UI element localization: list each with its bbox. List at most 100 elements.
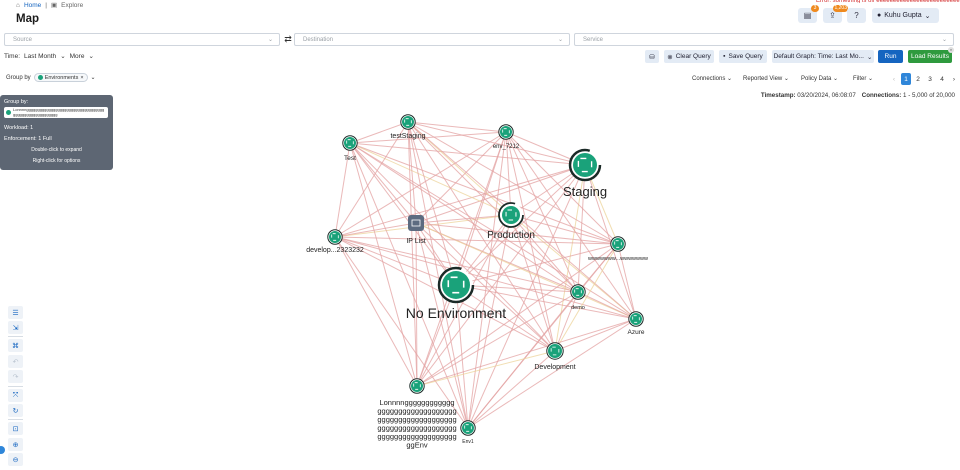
edge-production-azure[interactable] [510,214,637,320]
edge-staging-env1[interactable] [467,164,586,429]
connections-menu[interactable]: Connections ⌄ [692,75,732,83]
edge-staging-ipl[interactable] [415,164,586,224]
edge-env7212-test[interactable] [349,131,507,144]
edge-production-env7212[interactable] [505,131,512,216]
edge-env7212-azure[interactable] [505,131,637,320]
page-button[interactable]: 1 [901,73,911,85]
edge-demo-env1[interactable] [467,291,579,429]
swap-icon[interactable]: ⇄ [284,34,292,44]
service-field[interactable]: Service ⌄ [574,33,954,46]
edge-teststaging-test[interactable] [349,121,409,144]
default-graph-dropdown[interactable]: Default Graph: Time: Last Mo... ⌄ [772,50,874,63]
edge-www-long[interactable] [416,243,619,387]
node-env1[interactable]: Env1 [460,420,476,445]
breadcrumb-home[interactable]: Home [23,1,42,9]
page-button[interactable]: 2 [916,75,920,83]
edge-ipl-azure[interactable] [415,222,637,320]
reported-view-menu[interactable]: Reported View ⌄ [743,75,789,83]
list-icon[interactable]: ☰ [8,306,23,319]
edge-env7212-develop[interactable] [334,131,507,238]
home-icon[interactable]: ⌂ [16,1,20,9]
edge-demo-azure[interactable] [577,291,637,320]
edge-demo-development[interactable] [554,291,579,352]
next-page-icon[interactable]: › [952,75,956,83]
edge-develop-www[interactable] [334,236,619,245]
run-button[interactable]: Run [878,50,903,63]
destination-field[interactable]: Destination ⌄ [294,33,570,46]
collapse-panel-handle[interactable] [0,446,5,454]
edge-test-demo[interactable] [349,142,579,293]
edge-ipl-develop[interactable] [334,222,417,238]
edge-demo-long[interactable] [416,291,579,387]
zoom-in-icon[interactable]: ⊕ [8,438,23,451]
edge-production-ipl[interactable] [415,214,512,224]
edge-staging-long[interactable] [416,164,586,387]
edge-test-development[interactable] [349,142,556,352]
edge-azure-env1[interactable] [467,318,637,429]
save-query-button[interactable]: ▪ Save Query [719,50,767,63]
prev-page-icon[interactable]: ‹ [892,75,896,83]
edge-test-develop[interactable] [334,142,351,238]
node-azure[interactable]: Azure [628,311,645,336]
edge-develop-long[interactable] [334,236,418,387]
zoom-fit-icon[interactable]: ⊡ [8,422,23,435]
collapse-icon[interactable]: ⇲ [8,321,23,334]
undo-icon[interactable]: ↶ [8,355,23,368]
edge-azure-long[interactable] [416,318,637,387]
expand-icon[interactable]: ⤧ [8,389,23,402]
edge-development-long[interactable] [416,350,556,387]
edge-teststaging-long[interactable] [407,121,418,387]
source-field[interactable]: Source ⌄ [4,33,280,46]
node-env7212[interactable]: env_7212 [493,124,520,150]
edge-teststaging-env1[interactable] [407,121,469,429]
node-development[interactable]: Development [534,342,576,371]
node-ipl[interactable]: IP List [406,215,426,245]
arrange-icon[interactable]: ⌘ [8,339,23,352]
node-production[interactable]: Production [487,202,535,241]
edge-test-www[interactable] [349,142,619,245]
node-staging[interactable]: Staging [563,148,607,199]
edge-env7212-www[interactable] [505,131,619,245]
load-results-button[interactable]: Load Results [908,50,952,63]
filter-menu[interactable]: Filter ⌄ [853,75,873,83]
edge-test-long[interactable] [349,142,418,387]
chevron-down-icon[interactable]: ⌄ [60,53,66,60]
node-demo[interactable]: demo [570,284,586,311]
clear-query-button[interactable]: ⊗ Clear Query [664,50,714,63]
edge-noenv-development[interactable] [455,284,556,352]
help-button[interactable]: ? [847,8,866,23]
notifications-button[interactable]: ▤ 3 [798,5,819,23]
edge-develop-demo[interactable] [334,236,579,293]
edge-noenv-teststaging[interactable] [407,121,457,286]
edge-staging-teststaging[interactable] [407,121,586,166]
edge-staging-noenv[interactable] [455,164,586,286]
export-button[interactable]: ⇪ 1,203 [823,5,848,23]
edge-develop-env1[interactable] [334,236,469,429]
edge-staging-development[interactable] [554,164,586,352]
node-teststaging[interactable]: testStaging [390,114,426,140]
page-button[interactable]: 4 [940,75,944,83]
node-develop[interactable]: develop...2323232 [306,229,364,254]
edge-www-development[interactable] [554,243,619,352]
edge-noenv-test[interactable] [349,142,457,286]
edge-teststaging-develop[interactable] [334,121,409,238]
group-by-chip[interactable]: Environments × [33,73,88,82]
edge-ipl-env7212[interactable] [415,131,507,224]
edge-ipl-test[interactable] [349,142,417,224]
zoom-out-icon[interactable]: ⊖ [8,453,23,466]
edge-production-env1[interactable] [467,214,512,429]
edge-test-azure[interactable] [349,142,637,320]
edge-teststaging-demo[interactable] [407,121,579,293]
edge-production-demo[interactable] [510,214,579,293]
node-long[interactable]: Lonnnngggggggggggggggggggggggggggggggggg… [377,378,457,450]
time-value[interactable]: Last Month [24,52,57,60]
user-menu-button[interactable]: ● Kuhu Gupta ⌄ [872,8,939,23]
close-icon[interactable]: × [80,74,84,81]
edge-www-azure[interactable] [617,243,637,320]
node-www[interactable]: wwwwwww...wwwwwww [587,236,648,262]
edge-azure-development[interactable] [554,318,637,352]
redo-icon[interactable]: ↷ [8,370,23,383]
edge-staging-test[interactable] [349,142,586,166]
edge-ipl-www[interactable] [415,222,619,245]
